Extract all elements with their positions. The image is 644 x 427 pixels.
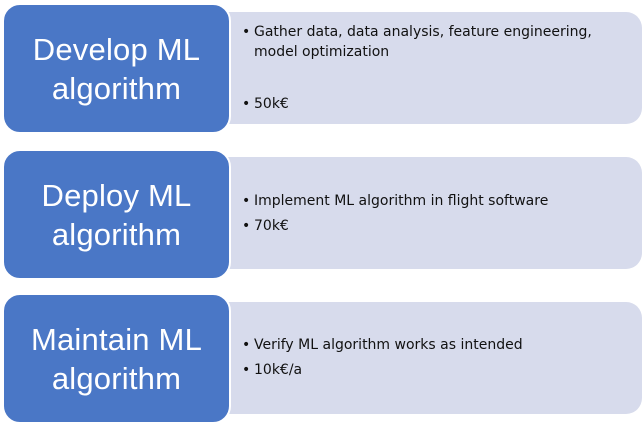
- bullet-deploy-cost: 70k€: [242, 216, 638, 236]
- stage-row-deploy: Implement ML algorithm in flight softwar…: [0, 146, 644, 283]
- stage-title-deploy: Deploy ML algorithm: [41, 177, 192, 252]
- stage-box-develop: Develop ML algorithm: [2, 3, 231, 134]
- bullet-list-deploy: Implement ML algorithm in flight softwar…: [242, 191, 638, 236]
- stage-row-maintain: Verify ML algorithm works as intended 10…: [0, 290, 644, 427]
- detail-panel-maintain: [205, 302, 642, 414]
- bullet-maintain-tasks: Verify ML algorithm works as intended: [242, 335, 638, 355]
- bullet-list-develop: Gather data, data analysis, feature engi…: [242, 22, 638, 114]
- bullet-list-maintain: Verify ML algorithm works as intended 10…: [242, 335, 638, 380]
- detail-panel-deploy: [205, 157, 642, 269]
- stage-box-deploy: Deploy ML algorithm: [2, 149, 231, 280]
- stage-row-develop: Gather data, data analysis, feature engi…: [0, 0, 644, 137]
- stage-box-maintain: Maintain ML algorithm: [2, 293, 231, 424]
- bullet-maintain-cost: 10k€/a: [242, 360, 638, 380]
- bullet-deploy-tasks: Implement ML algorithm in flight softwar…: [242, 191, 638, 211]
- stage-title-develop: Develop ML algorithm: [32, 31, 201, 106]
- stage-title-maintain: Maintain ML algorithm: [30, 321, 203, 396]
- bullet-develop-tasks: Gather data, data analysis, feature engi…: [242, 22, 638, 62]
- bullet-develop-cost: 50k€: [242, 94, 638, 114]
